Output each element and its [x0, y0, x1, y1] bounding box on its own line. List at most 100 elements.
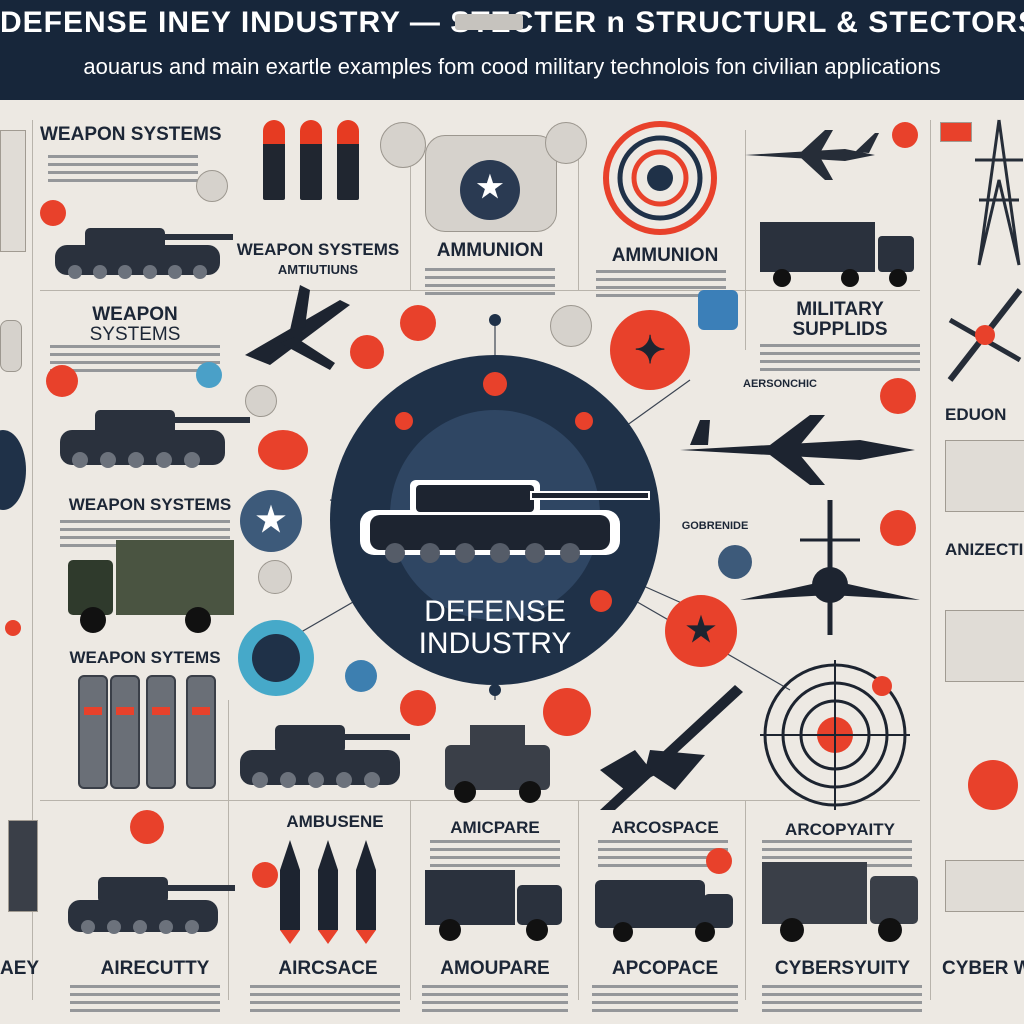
hub-node: [395, 412, 413, 430]
divider: [745, 800, 746, 1000]
star-glyph: ★: [685, 611, 717, 649]
divider: [40, 290, 920, 291]
badge-icon: [40, 200, 66, 226]
armored-vehicle-icon: [445, 725, 550, 803]
description-text: [250, 985, 400, 1015]
label-arcospace: ARCOSPACE: [611, 818, 719, 837]
star-glyph: ★: [255, 501, 287, 539]
shield-icon: [718, 545, 752, 579]
target-icon: [968, 760, 1018, 810]
divider: [930, 120, 931, 1000]
description-text: [48, 155, 198, 185]
label-apcopace: APCOPACE: [611, 958, 719, 979]
star-badge-icon: [460, 160, 520, 220]
label-weapon-systems: WEAPON SYSTEMS: [40, 124, 222, 145]
gear-icon: [380, 122, 426, 168]
image-card: [945, 440, 1024, 512]
label-aey: AEY: [0, 958, 40, 979]
ammunition-pack-icon: [110, 675, 140, 789]
label-aircsace: AIRCSACE: [278, 958, 378, 979]
van-icon: [595, 880, 733, 942]
label-weapon-systems: WEAPON SYSTEMS: [60, 305, 210, 345]
label-cyber: CYBER W: [942, 958, 1024, 979]
rocket-icon-inner: [252, 634, 300, 682]
ammunition-pack-icon: [78, 675, 108, 789]
tank-icon: [68, 877, 235, 934]
truck-icon: [762, 862, 918, 942]
gear-icon: [550, 305, 592, 347]
label-edoon: EDUON: [945, 405, 1007, 424]
compass-icon: [610, 310, 690, 390]
ammunition-shell-icon: [263, 120, 285, 200]
hub-node: [590, 590, 612, 612]
ammunition-pack-icon: [186, 675, 216, 789]
description-text: [760, 344, 920, 374]
tank-icon: [360, 480, 650, 563]
image-card: [945, 860, 1024, 912]
badge-icon: [252, 862, 278, 888]
badge-icon: [5, 620, 21, 636]
label-weapon-systems: WEAPON SYSTEMS: [68, 495, 232, 514]
image-card: [0, 130, 26, 252]
tank-icon: [60, 410, 250, 468]
label-ammunitions: AMTIUTIUNS: [277, 262, 359, 277]
flag-icon: [545, 122, 587, 164]
center-title-line1: DEFENSE: [424, 595, 566, 628]
label-military-supplies-line2: SUPPLIDS: [792, 319, 888, 340]
description-text: [50, 345, 220, 375]
badge-icon: [345, 660, 377, 692]
label-cybersecurity: CYBERSYUITY: [774, 958, 911, 979]
ammunition-shell-icon: [337, 120, 359, 200]
ammunition-pack-icon: [146, 675, 176, 789]
shield-icon: [698, 290, 738, 330]
badge-icon: [130, 810, 164, 844]
badge-icon: [880, 510, 916, 546]
divider: [40, 800, 920, 801]
fighter-jet-icon: [245, 285, 350, 370]
description-text: [592, 985, 738, 1015]
drone-icon: [947, 288, 1023, 382]
label-gobrenicide: GOBRENIDE: [681, 520, 749, 532]
transmission-tower-icon: [975, 119, 1023, 266]
divider: [745, 130, 746, 350]
missile-icon: [280, 840, 376, 944]
medal-icon: [258, 560, 292, 594]
target-icon: [603, 121, 717, 235]
truck-icon: [425, 870, 562, 941]
description-text: [430, 840, 560, 870]
title-tag: [455, 14, 523, 30]
fighter-jet-icon: [745, 130, 879, 180]
truck-icon: [68, 540, 234, 633]
label-ammunion: AMMUNION: [611, 245, 719, 266]
header-banner: DEFENSE INEY INDUSTRY — STECTER n STRUCT…: [0, 0, 1024, 100]
badge-icon: [196, 362, 222, 388]
badge-icon: [46, 365, 78, 397]
label-ammunion: AMMUNION: [436, 240, 544, 261]
radar-icon: [760, 660, 910, 810]
label-amicpare: AMICPARE: [450, 818, 540, 837]
label-weapon-line1: WEAPON: [92, 304, 178, 325]
hub-node: [575, 412, 593, 430]
label-airecutty: AIRECUTTY: [100, 958, 210, 979]
fighter-jet-icon: [680, 415, 915, 485]
icon-slot: [0, 320, 22, 372]
label-anizectin: ANIZECTIN: [945, 540, 1024, 559]
label-ambusene: AMBUSENE: [286, 812, 384, 831]
label-weapon-systems: WEAPON SYSTEMS: [236, 240, 400, 259]
badge-icon: [706, 848, 732, 874]
description-text: [762, 985, 922, 1015]
label-amoupare: AMOUPARE: [440, 958, 550, 979]
description-text: [422, 985, 568, 1015]
badge-icon: [350, 335, 384, 369]
divider: [228, 700, 229, 1000]
rocket-icon: [600, 685, 743, 810]
image-card: [945, 610, 1024, 682]
label-military-supplies-line1: MILITARY: [796, 299, 884, 320]
badge-icon: [892, 122, 918, 148]
drone-icon: [740, 500, 920, 635]
badge-icon: [400, 690, 436, 726]
badge-icon: [940, 122, 972, 142]
star-glyph: ★: [476, 171, 504, 204]
divider: [410, 800, 411, 1000]
device-icon: [8, 820, 38, 912]
